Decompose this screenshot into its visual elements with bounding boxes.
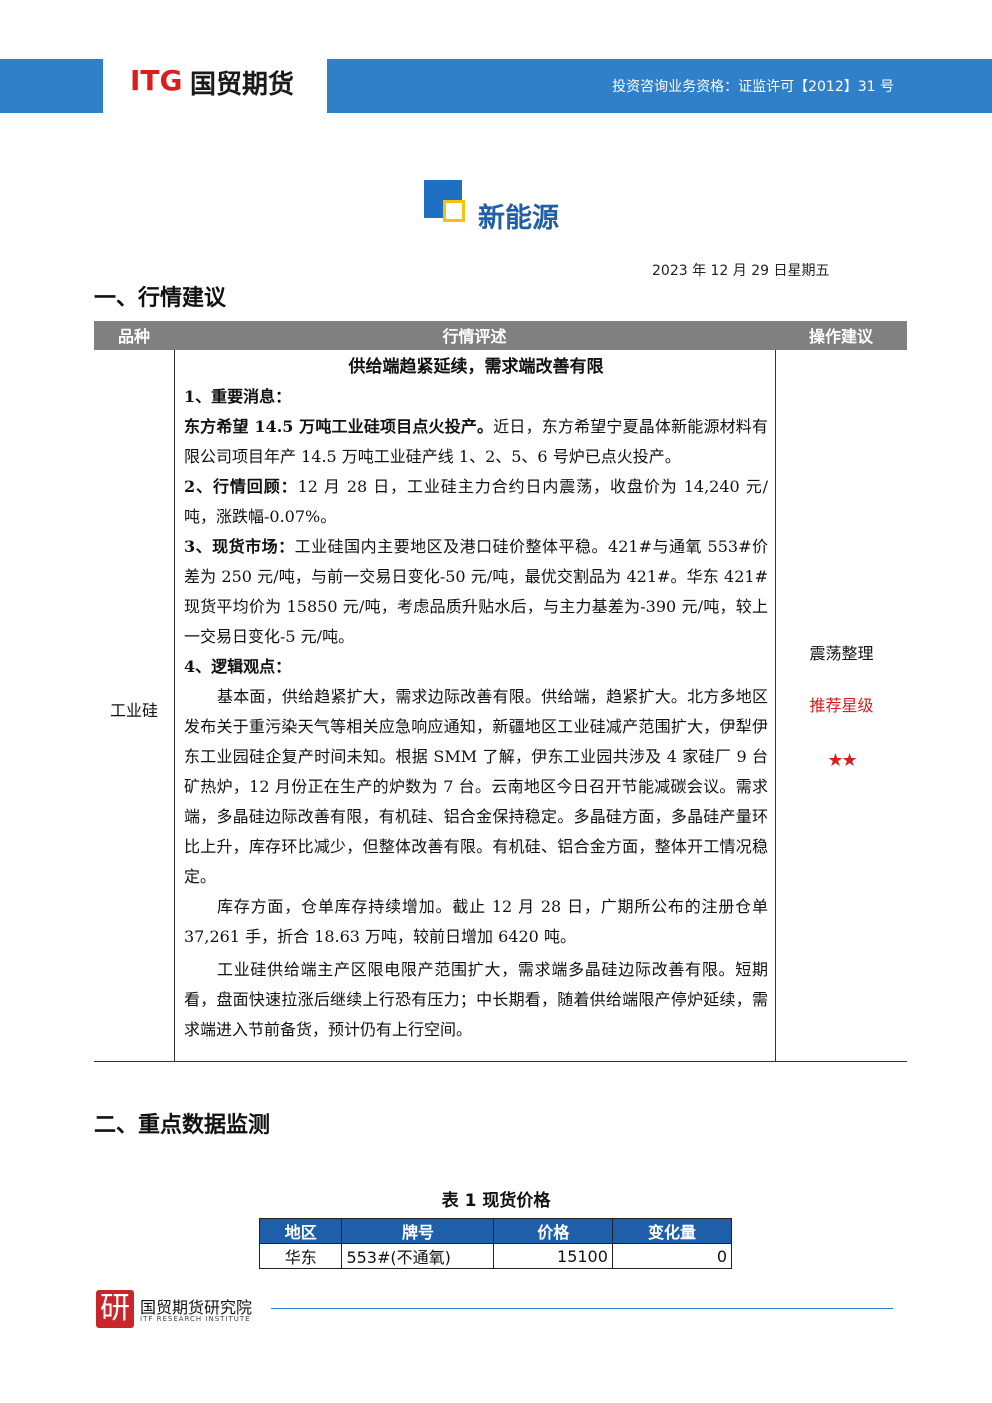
- logic-label: 4、逻辑观点：: [184, 657, 292, 676]
- commentary-headline: 供给端趋紧延续，需求端改善有限: [348, 357, 604, 377]
- table-bottom-border: [94, 1061, 907, 1062]
- star-icon: ★★: [827, 750, 857, 771]
- spot-paragraph: 3、现货市场：工业硅国内主要地区及港口硅价整体平稳。421#与通氧 553#价差…: [184, 532, 768, 652]
- footer-rule: [271, 1308, 893, 1309]
- cell-change: 0: [611, 1243, 733, 1269]
- logo-itg: ITG: [130, 64, 183, 97]
- category-title: 新能源: [478, 203, 559, 234]
- news-bold: 东方希望 14.5 万吨工业硅项目点火投产。: [184, 417, 494, 436]
- logic-paragraph-3: 工业硅供给端主产区限电限产范围扩大，需求端多晶硅边际改善有限。短期看，盘面快速拉…: [184, 960, 768, 1039]
- header-product: 品种: [117, 327, 150, 346]
- news-text: 近日，东方希望宁夏晶体新能源材料有限公司项目年产 14.5 万吨工业硅产线 1、…: [184, 417, 768, 466]
- logic-paragraph-1: 基本面，供给趋紧扩大，需求边际改善有限。供给端，趋紧扩大。北方多地区发布关于重污…: [184, 687, 768, 886]
- star-rating-label: 推荐星级: [809, 696, 874, 715]
- spot-text: 工业硅国内主要地区及港口硅价整体平稳。421#与通氧 553#价差为 250 元…: [184, 537, 768, 646]
- table-header-row: 品种 行情评述 操作建议: [94, 321, 907, 350]
- review-text: 12 月 28 日，工业硅主力合约日内震荡，收盘价为 14,240 元/吨，涨跌…: [184, 477, 768, 526]
- cell-price: 15100: [493, 1243, 613, 1269]
- footer-institute-name: 国贸期货研究院: [140, 1298, 253, 1317]
- logo-box: [103, 59, 327, 113]
- table-divider: [775, 350, 776, 1061]
- header-commentary: 行情评述: [442, 327, 507, 346]
- category-square-outline-icon: [443, 200, 465, 222]
- research-seal-logo: 研: [96, 1290, 134, 1328]
- cell-region: 华东: [258, 1243, 343, 1269]
- report-date: 2023 年 12 月 29 日星期五: [652, 263, 830, 279]
- section-title-advice: 一、行情建议: [94, 286, 227, 311]
- review-label: 2、行情回顾：: [184, 477, 298, 496]
- cell-grade: 553#(不通氧): [341, 1243, 495, 1269]
- header-change: 变化量: [611, 1218, 733, 1244]
- section-title-data: 二、重点数据监测: [94, 1113, 271, 1138]
- logo-company-name: 国贸期货: [190, 70, 295, 100]
- commentary-cell: 供给端趋紧延续，需求端改善有限 1、重要消息： 东方希望 14.5 万吨工业硅项…: [184, 352, 768, 1045]
- header-grade: 牌号: [341, 1218, 495, 1244]
- header-price: 价格: [493, 1218, 613, 1244]
- table-divider: [174, 350, 175, 1061]
- product-cell: 工业硅: [109, 701, 158, 720]
- table-row: 华东 553#(不通氧) 15100 0: [258, 1243, 733, 1269]
- table1-caption: 表 1 现货价格: [441, 1191, 551, 1211]
- footer-institute-sub: ITF RESEARCH INSTITUTE: [140, 1315, 251, 1323]
- header-region: 地区: [258, 1218, 343, 1244]
- news-paragraph: 东方希望 14.5 万吨工业硅项目点火投产。近日，东方希望宁夏晶体新能源材料有限…: [184, 412, 768, 472]
- operation-advice: 震荡整理: [809, 644, 874, 663]
- spot-price-table: 地区 牌号 价格 变化量 华东 553#(不通氧) 15100 0: [258, 1218, 733, 1269]
- logic-paragraph-2: 库存方面，仓单库存持续增加。截止 12 月 28 日，广期所公布的注册仓单 37…: [184, 897, 768, 946]
- spot-label: 3、现货市场：: [184, 537, 295, 556]
- table-header-row: 地区 牌号 价格 变化量: [258, 1218, 733, 1244]
- news-label: 1、重要消息：: [184, 387, 292, 406]
- license-text: 投资咨询业务资格：证监许可【2012】31 号: [612, 79, 894, 95]
- review-paragraph: 2、行情回顾：12 月 28 日，工业硅主力合约日内震荡，收盘价为 14,240…: [184, 472, 768, 532]
- header-operation: 操作建议: [808, 327, 873, 346]
